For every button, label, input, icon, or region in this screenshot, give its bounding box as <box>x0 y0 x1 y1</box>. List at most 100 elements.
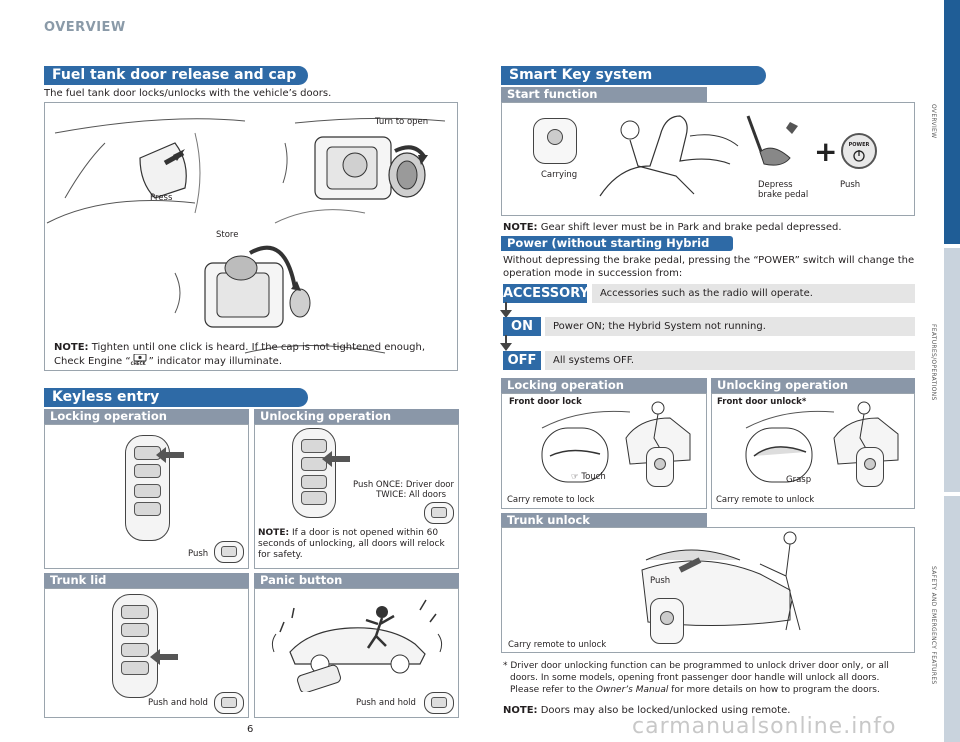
check-label: CHECK <box>130 361 146 366</box>
arrow-down-icon <box>500 302 512 318</box>
label-depress-2: brake pedal <box>758 190 809 200</box>
unlock-note-2: seconds of unlocking, all doors will rel… <box>258 539 445 549</box>
keyless-unlocking-caption1: Push ONCE: Driver door <box>353 480 454 490</box>
key-fob-button <box>301 439 327 453</box>
keyless-banner: Keyless entry <box>44 388 308 407</box>
keyless-locking-caption: Push <box>188 549 209 559</box>
fuel-note: NOTE: Tighten until one click is heard. … <box>54 341 454 368</box>
plus-icon: + <box>814 135 838 168</box>
door-lock-illustration <box>541 401 691 483</box>
lock-button-icon <box>214 541 244 563</box>
key-fob-button <box>121 605 149 619</box>
keyless-trunk-caption: Push and hold <box>148 698 208 708</box>
smart-key-trunk <box>650 598 684 644</box>
sk-unlocking-caption: Carry remote to unlock <box>716 495 815 505</box>
fuel-illustration-panel <box>44 102 458 371</box>
unlock-button-icon <box>424 502 454 524</box>
sk-locking-sub: Front door lock <box>509 397 582 407</box>
mode-accessory-desc: Accessories such as the radio will opera… <box>592 284 915 303</box>
smart-key-carrying <box>533 118 577 164</box>
smartkey-note2-text: Doors may also be locked/unlocked using … <box>537 705 791 716</box>
arrow-icon <box>156 447 184 463</box>
mode-off: OFF <box>503 351 541 370</box>
fuel-intro: The fuel tank door locks/unlocks with th… <box>44 88 332 99</box>
unlock-note-1: If a door is not opened within 60 <box>289 528 439 538</box>
sk-locking-touch: Touch <box>581 472 606 482</box>
mode-on: ON <box>503 317 541 336</box>
key-fob-button <box>121 643 149 657</box>
sk-unlocking-title: Unlocking operation <box>711 378 915 393</box>
fuel-label-press: Press <box>150 193 173 203</box>
sidebar-tab-safety[interactable] <box>944 496 960 742</box>
brake-pedal-icon <box>746 115 798 166</box>
key-fob-trunk <box>112 594 158 698</box>
door-unlock-illustration <box>745 401 899 483</box>
fuel-note-label: NOTE: <box>54 342 89 353</box>
panic-button-icon <box>424 692 454 714</box>
label-push-power: Push <box>840 180 861 190</box>
fuel-note-line1: Tighten until one click is heard. If the… <box>88 342 426 353</box>
fuel-banner: Fuel tank door release and cap <box>44 66 308 85</box>
sk-trunk-title: Trunk unlock <box>501 513 707 528</box>
key-fob-button <box>301 491 327 505</box>
key-fob-button <box>121 623 149 637</box>
smartkey-note-text: Gear shift lever must be in Park and bra… <box>537 222 842 233</box>
footnote-1: * Driver door unlocking function can be … <box>503 661 889 671</box>
sidebar-label-features: FEATURES/OPERATIONS <box>930 324 937 401</box>
key-fob-unlock <box>292 428 336 518</box>
keyless-panic-title: Panic button <box>254 573 459 588</box>
smartkey-note-label: NOTE: <box>503 222 538 233</box>
power-text-1: Without depressing the brake pedal, pres… <box>503 255 915 266</box>
smart-key-unlock <box>856 447 884 487</box>
sidebar-tab-overview[interactable] <box>944 0 960 244</box>
fuel-note-line2b: ” indicator may illuminate. <box>148 356 283 367</box>
smartkey-note: NOTE: Gear shift lever must be in Park a… <box>503 221 842 234</box>
smartkey-banner: Smart Key system <box>501 66 766 85</box>
arrow-icon <box>322 451 350 467</box>
unlock-note-3: for safety. <box>258 550 303 560</box>
mode-on-desc: Power ON; the Hybrid System not running. <box>545 317 915 336</box>
power-text-2: operation mode in succession from: <box>503 268 683 279</box>
fuel-illustration <box>46 117 446 354</box>
sk-locking-title: Locking operation <box>501 378 707 393</box>
hand-icon: ☞ <box>571 472 582 482</box>
fuel-note-line2a: Check Engine “ <box>54 356 131 367</box>
check-engine-icon: CHECK <box>131 354 149 366</box>
footnote: * Driver door unlocking function can be … <box>503 660 915 696</box>
key-fob-button <box>301 475 327 489</box>
keyless-panic-caption: Push and hold <box>356 698 416 708</box>
fuel-label-store: Store <box>216 230 239 240</box>
trunk-button-icon <box>214 692 244 714</box>
arrow-icon <box>150 649 178 665</box>
start-function-title: Start function <box>501 87 707 102</box>
sidebar-tab-features[interactable] <box>944 248 960 492</box>
key-fob-button <box>134 464 161 478</box>
keyless-locking-title: Locking operation <box>44 409 249 424</box>
power-label: POWER <box>848 142 870 148</box>
smartkey-note2-label: NOTE: <box>503 705 538 716</box>
power-title: Power (without starting Hybrid System) <box>501 236 733 265</box>
key-fob-button <box>134 484 161 498</box>
arrow-down-icon <box>500 335 512 351</box>
footnote-3: Please refer to the Owner’s Manual for m… <box>510 685 880 695</box>
touch-label: ☞ Touch <box>571 472 606 482</box>
footnote-2: doors. In some models, opening front pas… <box>510 673 880 683</box>
keyless-unlocking-note: NOTE: If a door is not opened within 60 … <box>258 528 456 561</box>
driver-seat-illustration <box>599 115 739 197</box>
keyless-unlocking-panel <box>254 424 459 569</box>
watermark: carmanualsonline.info <box>632 714 897 739</box>
sk-trunk-caption: Carry remote to unlock <box>508 640 607 650</box>
keyless-unlocking-title: Unlocking operation <box>254 409 459 424</box>
sk-unlocking-sub: Front door unlock* <box>717 397 807 407</box>
sk-locking-caption: Carry remote to lock <box>507 495 595 505</box>
label-carrying: Carrying <box>541 170 578 180</box>
owners-manual-ref: Owner’s Manual <box>595 685 669 695</box>
label-depress-1: Depress <box>758 180 793 190</box>
keyless-trunk-title: Trunk lid <box>44 573 249 588</box>
sidebar-label-overview: OVERVIEW <box>930 104 937 139</box>
power-button-icon: POWER <box>841 133 877 169</box>
key-fob-button <box>121 661 149 675</box>
keyless-unlocking-caption2: TWICE: All doors <box>376 490 446 500</box>
panic-car-illustration <box>271 599 443 692</box>
mode-off-desc: All systems OFF. <box>545 351 915 370</box>
